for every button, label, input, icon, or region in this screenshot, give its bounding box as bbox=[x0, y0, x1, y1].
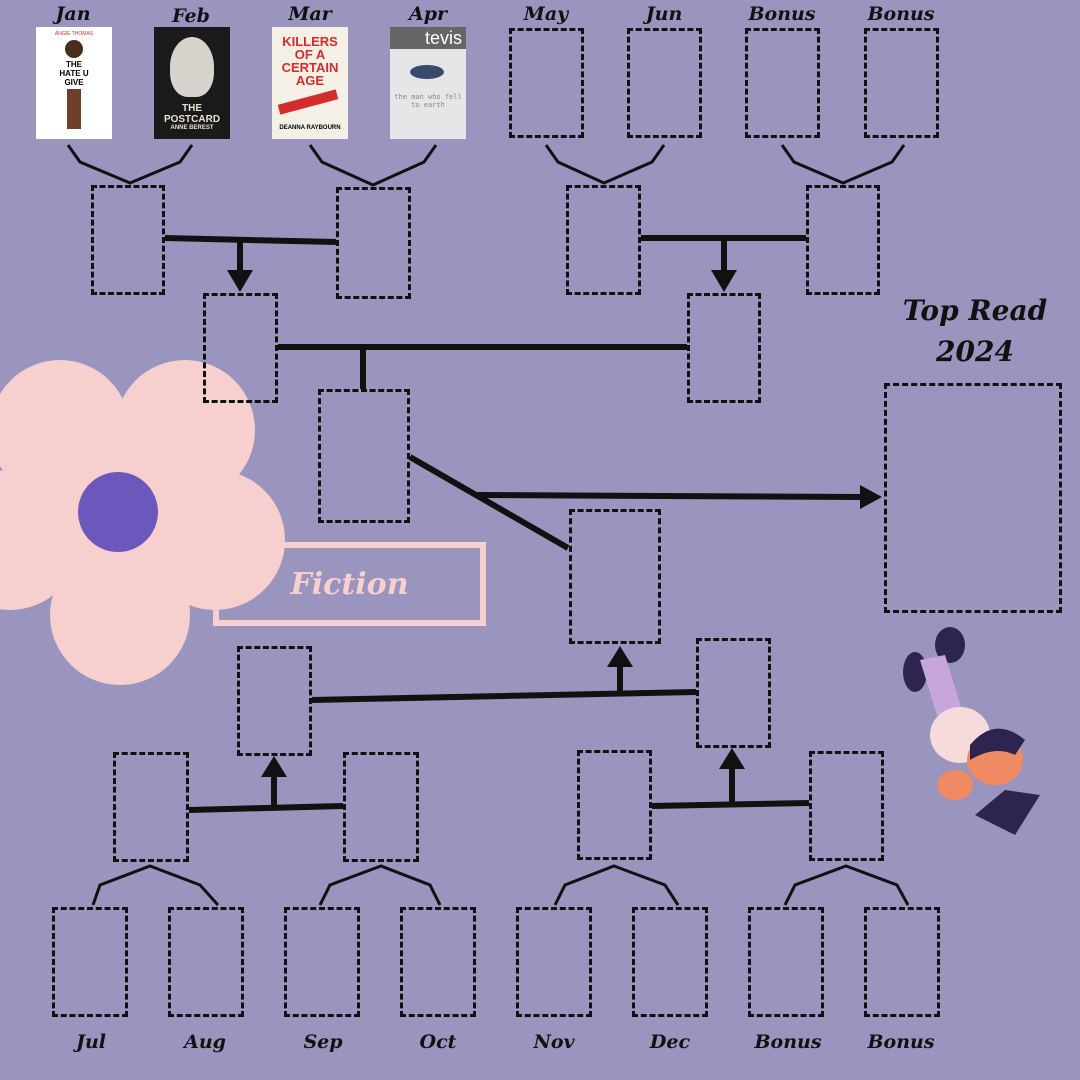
label-bonus: Bonus bbox=[867, 3, 935, 25]
label-aug: Aug bbox=[184, 1031, 226, 1053]
semifinal-slot-top bbox=[318, 389, 410, 523]
reader-illustration bbox=[903, 627, 1040, 835]
round3-slot bbox=[687, 293, 761, 403]
label-mar: Mar bbox=[288, 3, 332, 25]
label-oct: Oct bbox=[419, 1031, 457, 1053]
flower-center bbox=[78, 472, 158, 552]
label-bonus: Bonus bbox=[748, 3, 816, 25]
round2-slot bbox=[113, 752, 189, 862]
slot-bonus bbox=[748, 907, 824, 1017]
top-read-slot bbox=[884, 383, 1062, 613]
slot-sep bbox=[284, 907, 360, 1017]
label-nov: Nov bbox=[533, 1031, 575, 1053]
round2-slot bbox=[809, 751, 884, 861]
label-jun: Jun bbox=[645, 3, 683, 25]
slot-bonus bbox=[864, 28, 939, 138]
label-feb: Feb bbox=[172, 5, 210, 27]
round2-slot bbox=[806, 185, 880, 295]
label-sep: Sep bbox=[303, 1031, 343, 1053]
label-jul: Jul bbox=[75, 1031, 107, 1053]
pair-brackets bbox=[66, 144, 910, 907]
slot-bonus bbox=[864, 907, 940, 1017]
top-read-title: Top Read bbox=[902, 294, 1048, 327]
round2-slot bbox=[91, 185, 165, 295]
label-bonus: Bonus bbox=[867, 1031, 935, 1053]
category-text: Fiction bbox=[290, 566, 409, 602]
slot-jun bbox=[627, 28, 702, 138]
slot-bonus bbox=[745, 28, 820, 138]
book-cover-hate-u-give: ANGIE THOMAS THE HATE U GIVE bbox=[36, 27, 112, 139]
slot-nov bbox=[516, 907, 592, 1017]
label-dec: Dec bbox=[649, 1031, 691, 1053]
round3-slot bbox=[237, 646, 312, 756]
round3-slot bbox=[696, 638, 771, 748]
round3-slot bbox=[203, 293, 278, 403]
round2-slot bbox=[566, 185, 641, 295]
round2-slot bbox=[577, 750, 652, 860]
category-label: Fiction bbox=[213, 542, 486, 626]
slot-aug bbox=[168, 907, 244, 1017]
label-may: May bbox=[523, 3, 569, 25]
book-cover-postcard: THE POSTCARD ANNE BEREST bbox=[154, 27, 230, 139]
slot-oct bbox=[400, 907, 476, 1017]
semifinal-slot-bottom bbox=[569, 509, 661, 644]
slot-may bbox=[509, 28, 584, 138]
book-cover-man-who-fell-to-earth: tevis the man who fell to earth bbox=[390, 27, 466, 139]
round2-slot bbox=[336, 187, 411, 299]
slot-dec bbox=[632, 907, 708, 1017]
top-read-year: 2024 bbox=[936, 335, 1014, 368]
label-apr: Apr bbox=[408, 3, 448, 25]
slot-jul bbox=[52, 907, 128, 1017]
arrowheads bbox=[227, 270, 882, 777]
label-bonus: Bonus bbox=[754, 1031, 822, 1053]
book-cover-killers-of-a-certain-age: KILLERS OF A CERTAIN AGE DEANNA RAYBOURN bbox=[272, 27, 348, 139]
label-jan: Jan bbox=[55, 3, 91, 25]
round2-slot bbox=[343, 752, 419, 862]
